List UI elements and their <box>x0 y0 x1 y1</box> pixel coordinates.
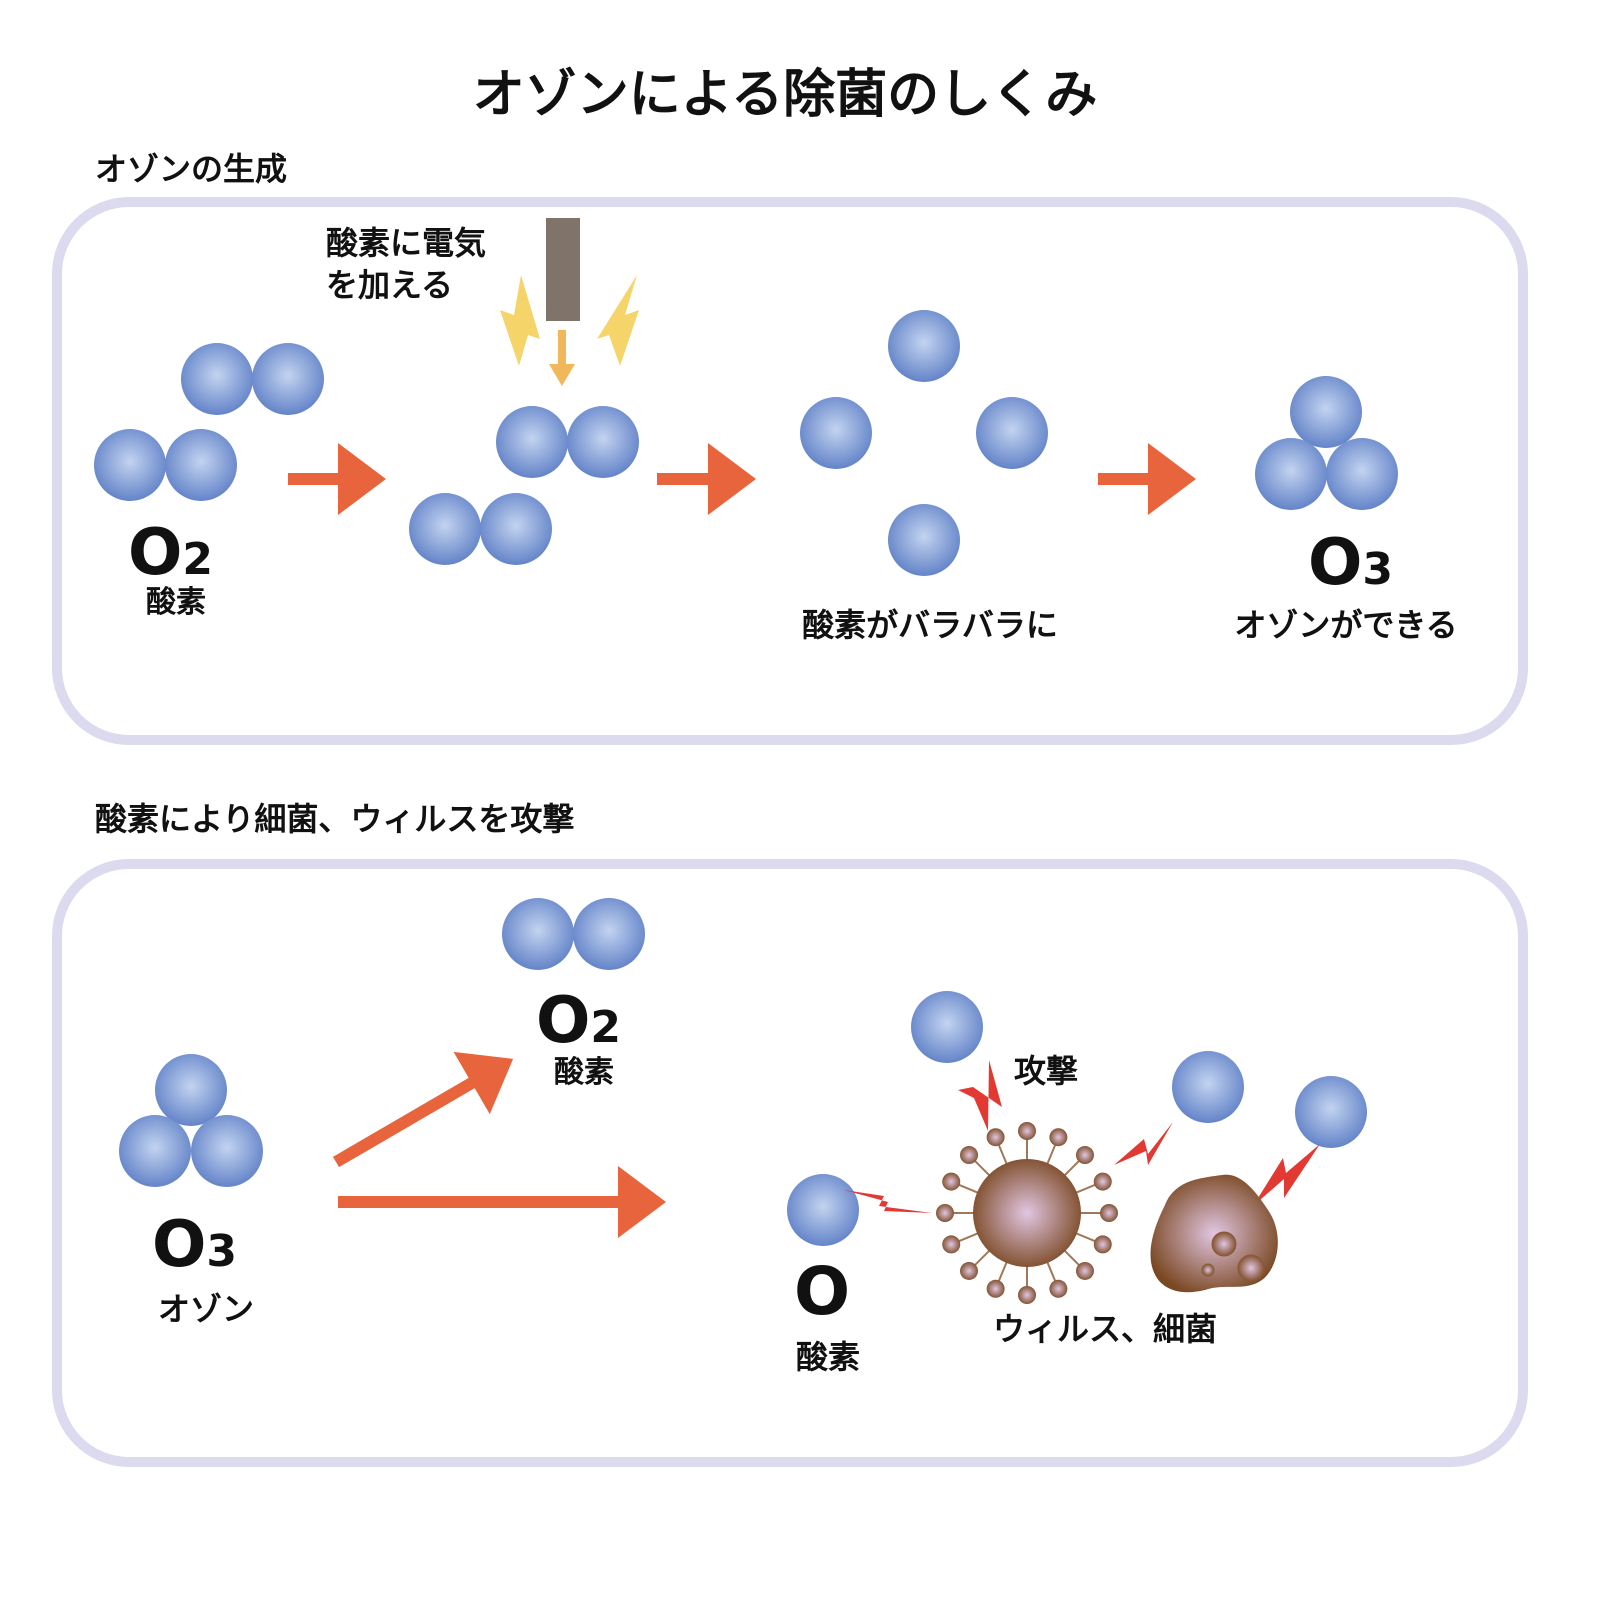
o2-name: 酸素 <box>554 1055 614 1090</box>
oxygen-atom-icon <box>1295 1076 1367 1148</box>
section1-heading: オゾンの生成 <box>95 150 287 188</box>
page-title: オゾンによる除菌のしくみ <box>473 65 1098 125</box>
electrode <box>546 218 580 321</box>
target-label: ウィルス、細菌 <box>993 1310 1217 1348</box>
o3-formula: O3 <box>152 1208 237 1282</box>
oxygen-atom-icon <box>496 406 568 478</box>
electric-label-line1: 酸素に電気 <box>326 224 486 262</box>
section2-heading: 酸素により細菌、ウィルスを攻撃 <box>95 800 574 838</box>
oxygen-atom-icon <box>800 397 872 469</box>
oxygen-atom-icon <box>1172 1051 1244 1123</box>
oxygen-atom-icon <box>1290 376 1362 448</box>
o2-molecule <box>502 898 645 970</box>
o3-formula: O3 <box>1308 526 1393 600</box>
o2-name: 酸素 <box>146 585 206 620</box>
attack-bolt-icon <box>1114 1122 1173 1165</box>
oxygen-atom-icon <box>888 504 960 576</box>
oxygen-atom-icon <box>976 397 1048 469</box>
virus-spike-tip <box>942 1235 961 1254</box>
o2-formula: O2 <box>536 984 621 1058</box>
oxygen-atom-icon <box>181 343 253 415</box>
virus-spike-tip <box>960 1261 979 1280</box>
virus-spike-tip <box>1075 1146 1094 1165</box>
virus-spike-tip <box>1049 1279 1068 1298</box>
oxygen-atom-icon <box>502 898 574 970</box>
excited-o2-molecules <box>409 406 639 565</box>
attack-bolt-icon <box>844 1190 932 1213</box>
virus-spike-tip <box>1093 1172 1112 1191</box>
virus-spike-tip <box>1018 1122 1036 1140</box>
oxygen-atoms <box>787 991 1367 1246</box>
attack-label: 攻撃 <box>1014 1052 1078 1090</box>
oxygen-atom-icon <box>911 991 983 1063</box>
o3-molecule <box>1255 376 1398 510</box>
oxygen-atom-icon <box>480 493 552 565</box>
attack-bolt-icon <box>958 1060 1002 1131</box>
o-name: 酸素 <box>796 1338 860 1376</box>
generation-panel <box>52 197 1528 745</box>
oxygen-atom-icon <box>1326 438 1398 510</box>
virus-spike-tip <box>986 1128 1005 1147</box>
o3-molecule <box>119 1054 263 1187</box>
oxygen-atom-icon <box>1255 438 1327 510</box>
o3-label: オゾンができる <box>1234 606 1457 644</box>
arrow-icon <box>332 1051 514 1168</box>
virus-spike-tip <box>1075 1261 1094 1280</box>
o2-molecules <box>94 343 324 501</box>
oxygen-atom-icon <box>94 429 166 501</box>
o3-name: オゾン <box>158 1290 254 1328</box>
virus-spike-tip <box>936 1204 954 1222</box>
o-formula: O <box>794 1253 850 1330</box>
oxygen-atom-icon <box>888 310 960 382</box>
oxygen-atom-icon <box>252 343 324 415</box>
virus-spike-tip <box>960 1146 979 1165</box>
oxygen-atom-icon <box>409 493 481 565</box>
virus-spike-tip <box>1100 1204 1118 1222</box>
oxygen-atom-icon <box>155 1054 227 1126</box>
oxygen-atom-icon <box>567 406 639 478</box>
oxygen-atom-icon <box>119 1115 191 1187</box>
sterilization-panel <box>52 859 1528 1467</box>
separated-oxygen-atoms <box>800 310 1048 576</box>
virus-spike-tip <box>986 1279 1005 1298</box>
virus-body <box>973 1159 1081 1267</box>
oxygen-atom-icon <box>787 1174 859 1246</box>
virus-spike-tip <box>1049 1128 1068 1147</box>
oxygen-atom-icon <box>191 1115 263 1187</box>
virus-spike-tip <box>1093 1235 1112 1254</box>
virus-spike-tip <box>1018 1286 1036 1304</box>
split-label: 酸素がバラバラに <box>802 606 1058 644</box>
lightning-bolt-icon <box>597 275 639 366</box>
lightning-bolt-icon <box>500 275 540 366</box>
virus-icon <box>936 1122 1118 1304</box>
oxygen-atom-icon <box>165 429 237 501</box>
down-arrow-icon <box>549 330 575 386</box>
attack-bolt-icon <box>1253 1144 1320 1206</box>
o2-formula: O2 <box>128 516 213 590</box>
electric-label-line2: を加える <box>326 266 453 304</box>
virus-spike-tip <box>942 1172 961 1191</box>
bacterium-icon <box>1150 1174 1278 1293</box>
oxygen-atom-icon <box>573 898 645 970</box>
